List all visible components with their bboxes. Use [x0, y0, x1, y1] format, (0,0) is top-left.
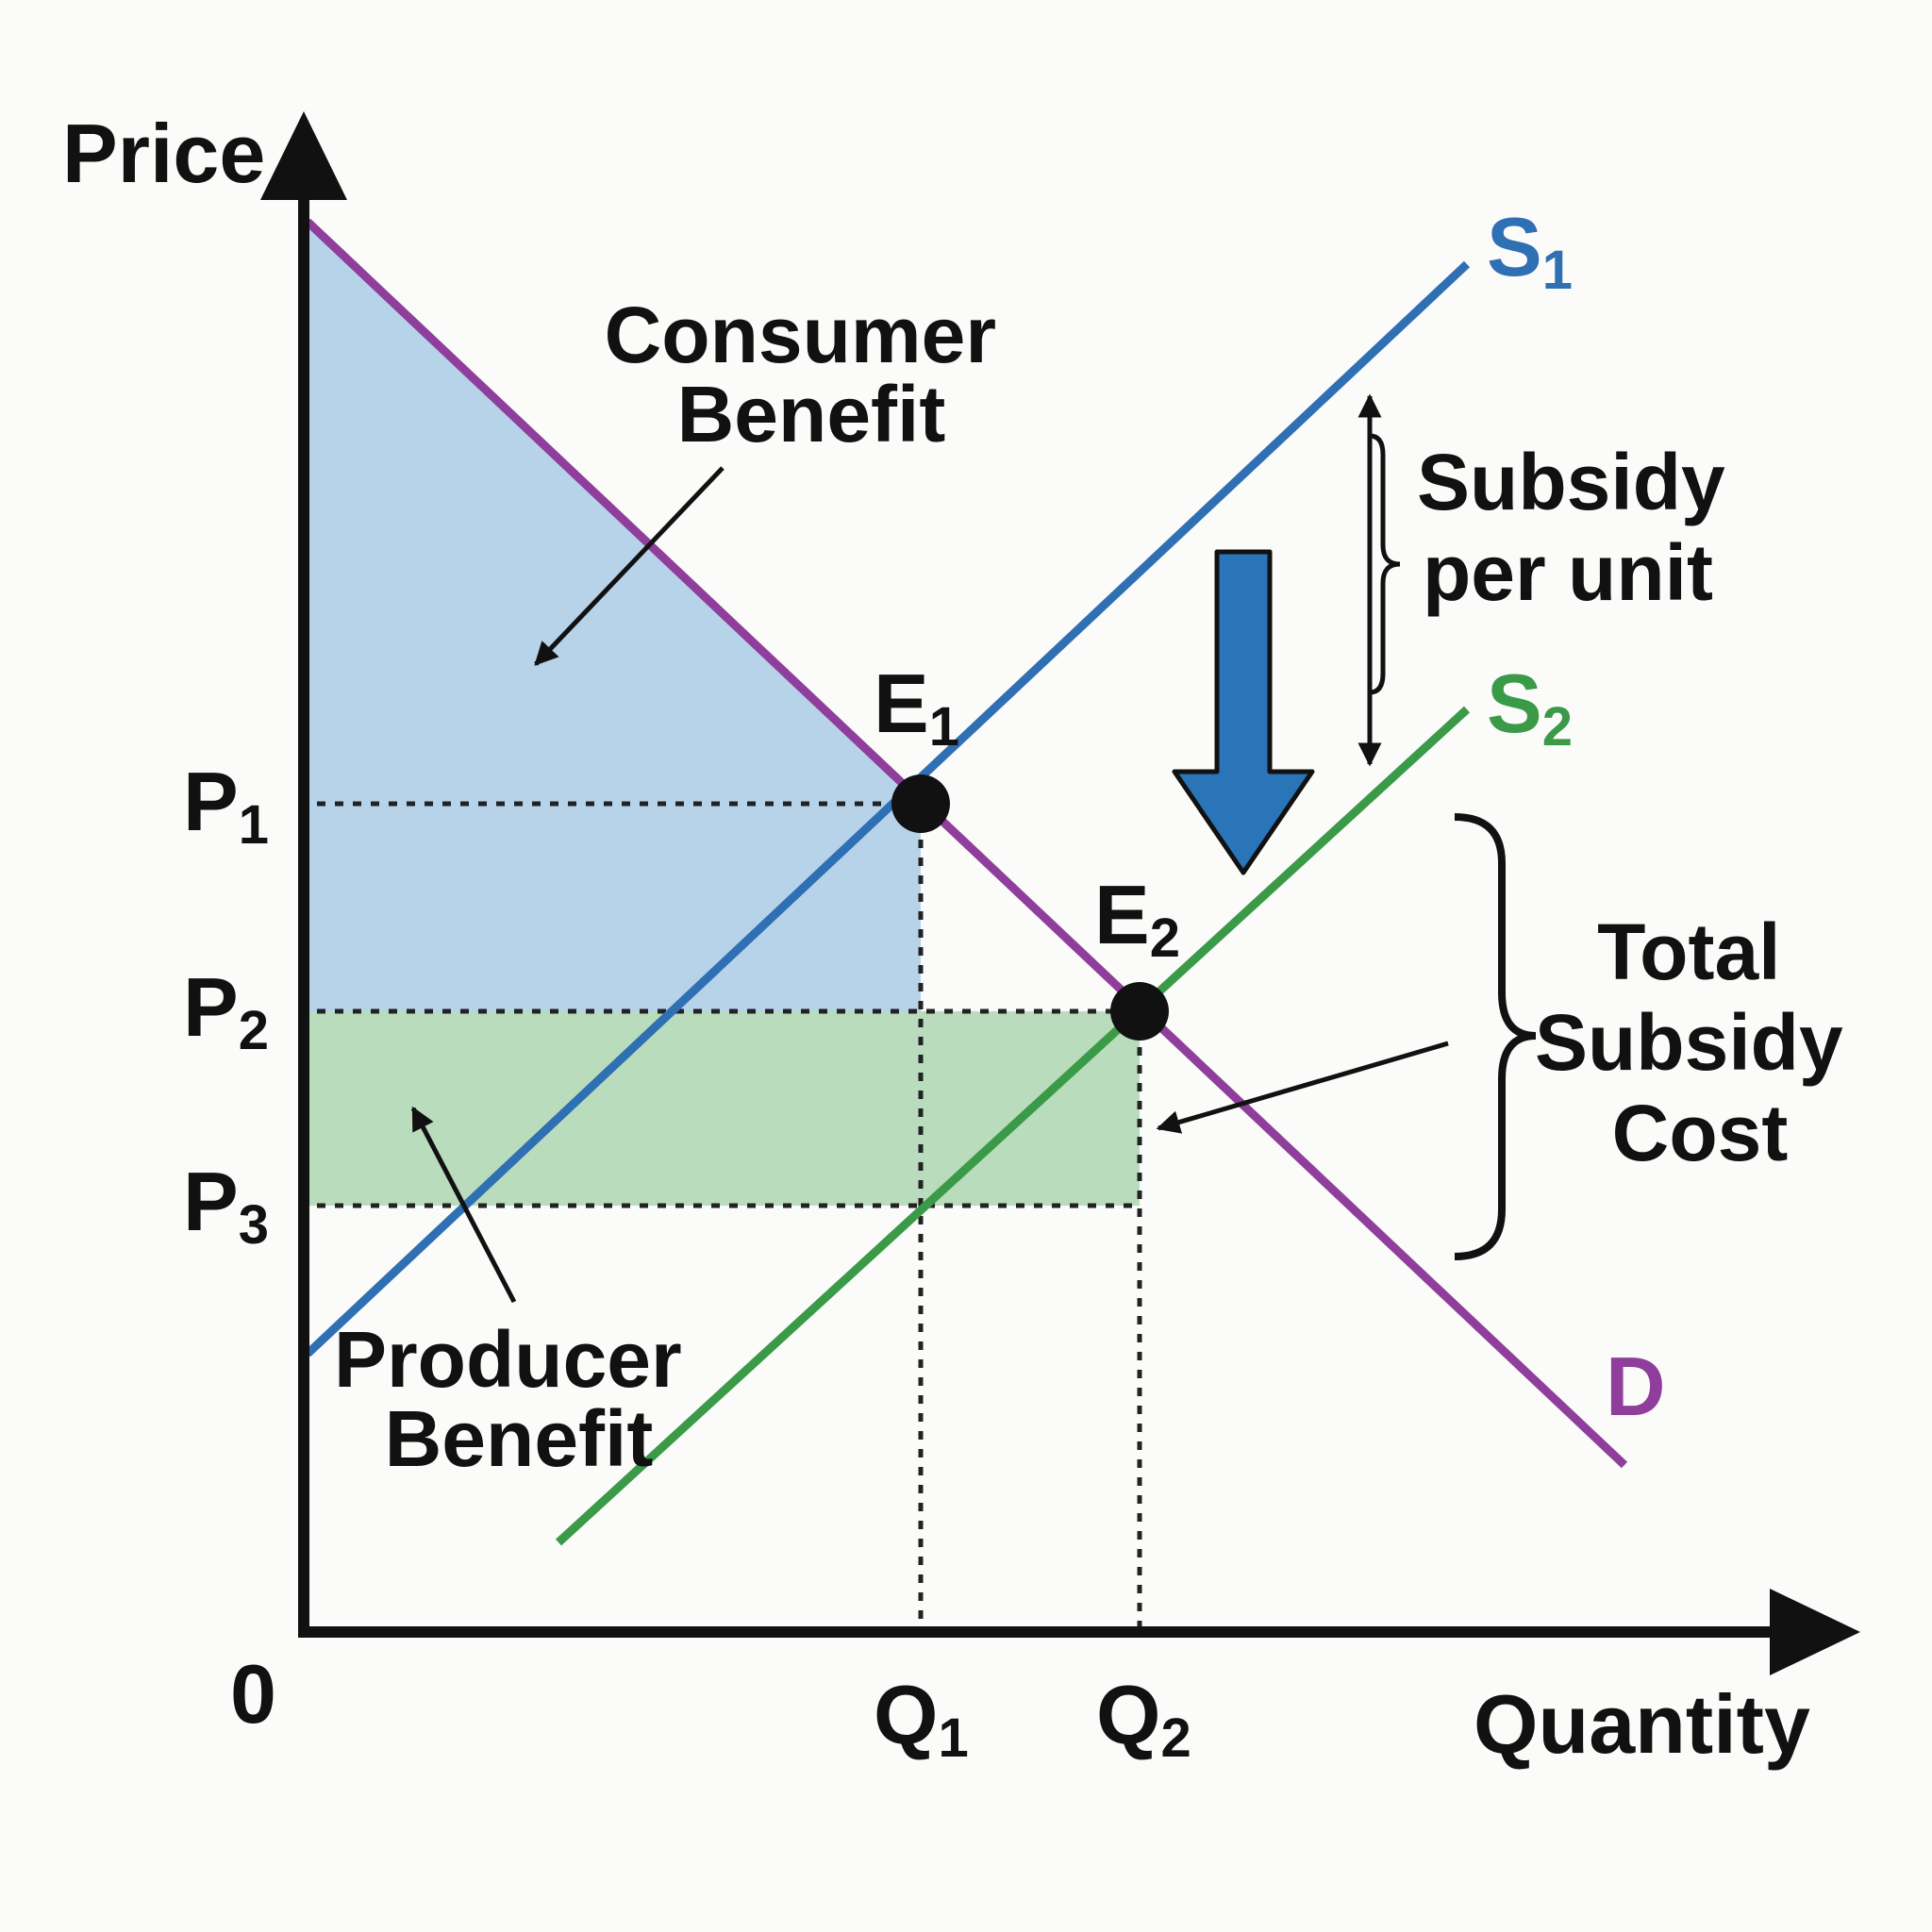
- y-axis-arrowhead: [260, 111, 347, 200]
- subsidy-per-unit-label: Subsidy per unit: [1417, 438, 1747, 617]
- equilibrium-e1: [891, 774, 950, 833]
- curve-label-s1: S1: [1487, 200, 1573, 301]
- producer-benefit-label: Producer Benefit: [334, 1315, 704, 1483]
- point-label-e2: E2: [1094, 868, 1180, 969]
- consumer-benefit-label: Consumer Benefit: [605, 291, 1019, 458]
- equilibrium-e2: [1110, 982, 1169, 1041]
- price-label-p1: P1: [183, 755, 269, 856]
- consumer-benefit-area: [308, 222, 921, 1011]
- quantity-label-q2: Q2: [1096, 1668, 1191, 1769]
- y-axis-label: Price: [62, 107, 265, 200]
- supply-shift-arrow: [1172, 549, 1315, 875]
- total-subsidy-cost-label: Total Subsidy Cost: [1535, 908, 1865, 1177]
- quantity-label-q1: Q1: [874, 1668, 969, 1769]
- curve-label-s2: S2: [1487, 657, 1573, 758]
- price-label-p2: P2: [183, 960, 269, 1061]
- guide-lines: [317, 801, 1142, 1630]
- total-subsidy-brace: [1454, 813, 1537, 1260]
- demand-curve: [304, 218, 1628, 1469]
- producer-benefit-area: [308, 1011, 1140, 1206]
- x-axis-arrowhead: [1770, 1589, 1860, 1675]
- curve-label-d: D: [1606, 1340, 1666, 1433]
- point-label-e1: E1: [874, 657, 959, 758]
- supply-curve-s2: [555, 706, 1471, 1546]
- subsidy-per-unit-brace: [1369, 433, 1401, 695]
- origin-label: 0: [230, 1647, 276, 1740]
- total-subsidy-pointer: [1156, 1041, 1449, 1134]
- x-axis-label: Quantity: [1474, 1677, 1810, 1771]
- price-label-p3: P3: [183, 1155, 269, 1256]
- producer-benefit-pointer: [410, 1106, 517, 1304]
- consumer-benefit-pointer: [534, 466, 724, 666]
- supply-curve-s1: [304, 260, 1471, 1357]
